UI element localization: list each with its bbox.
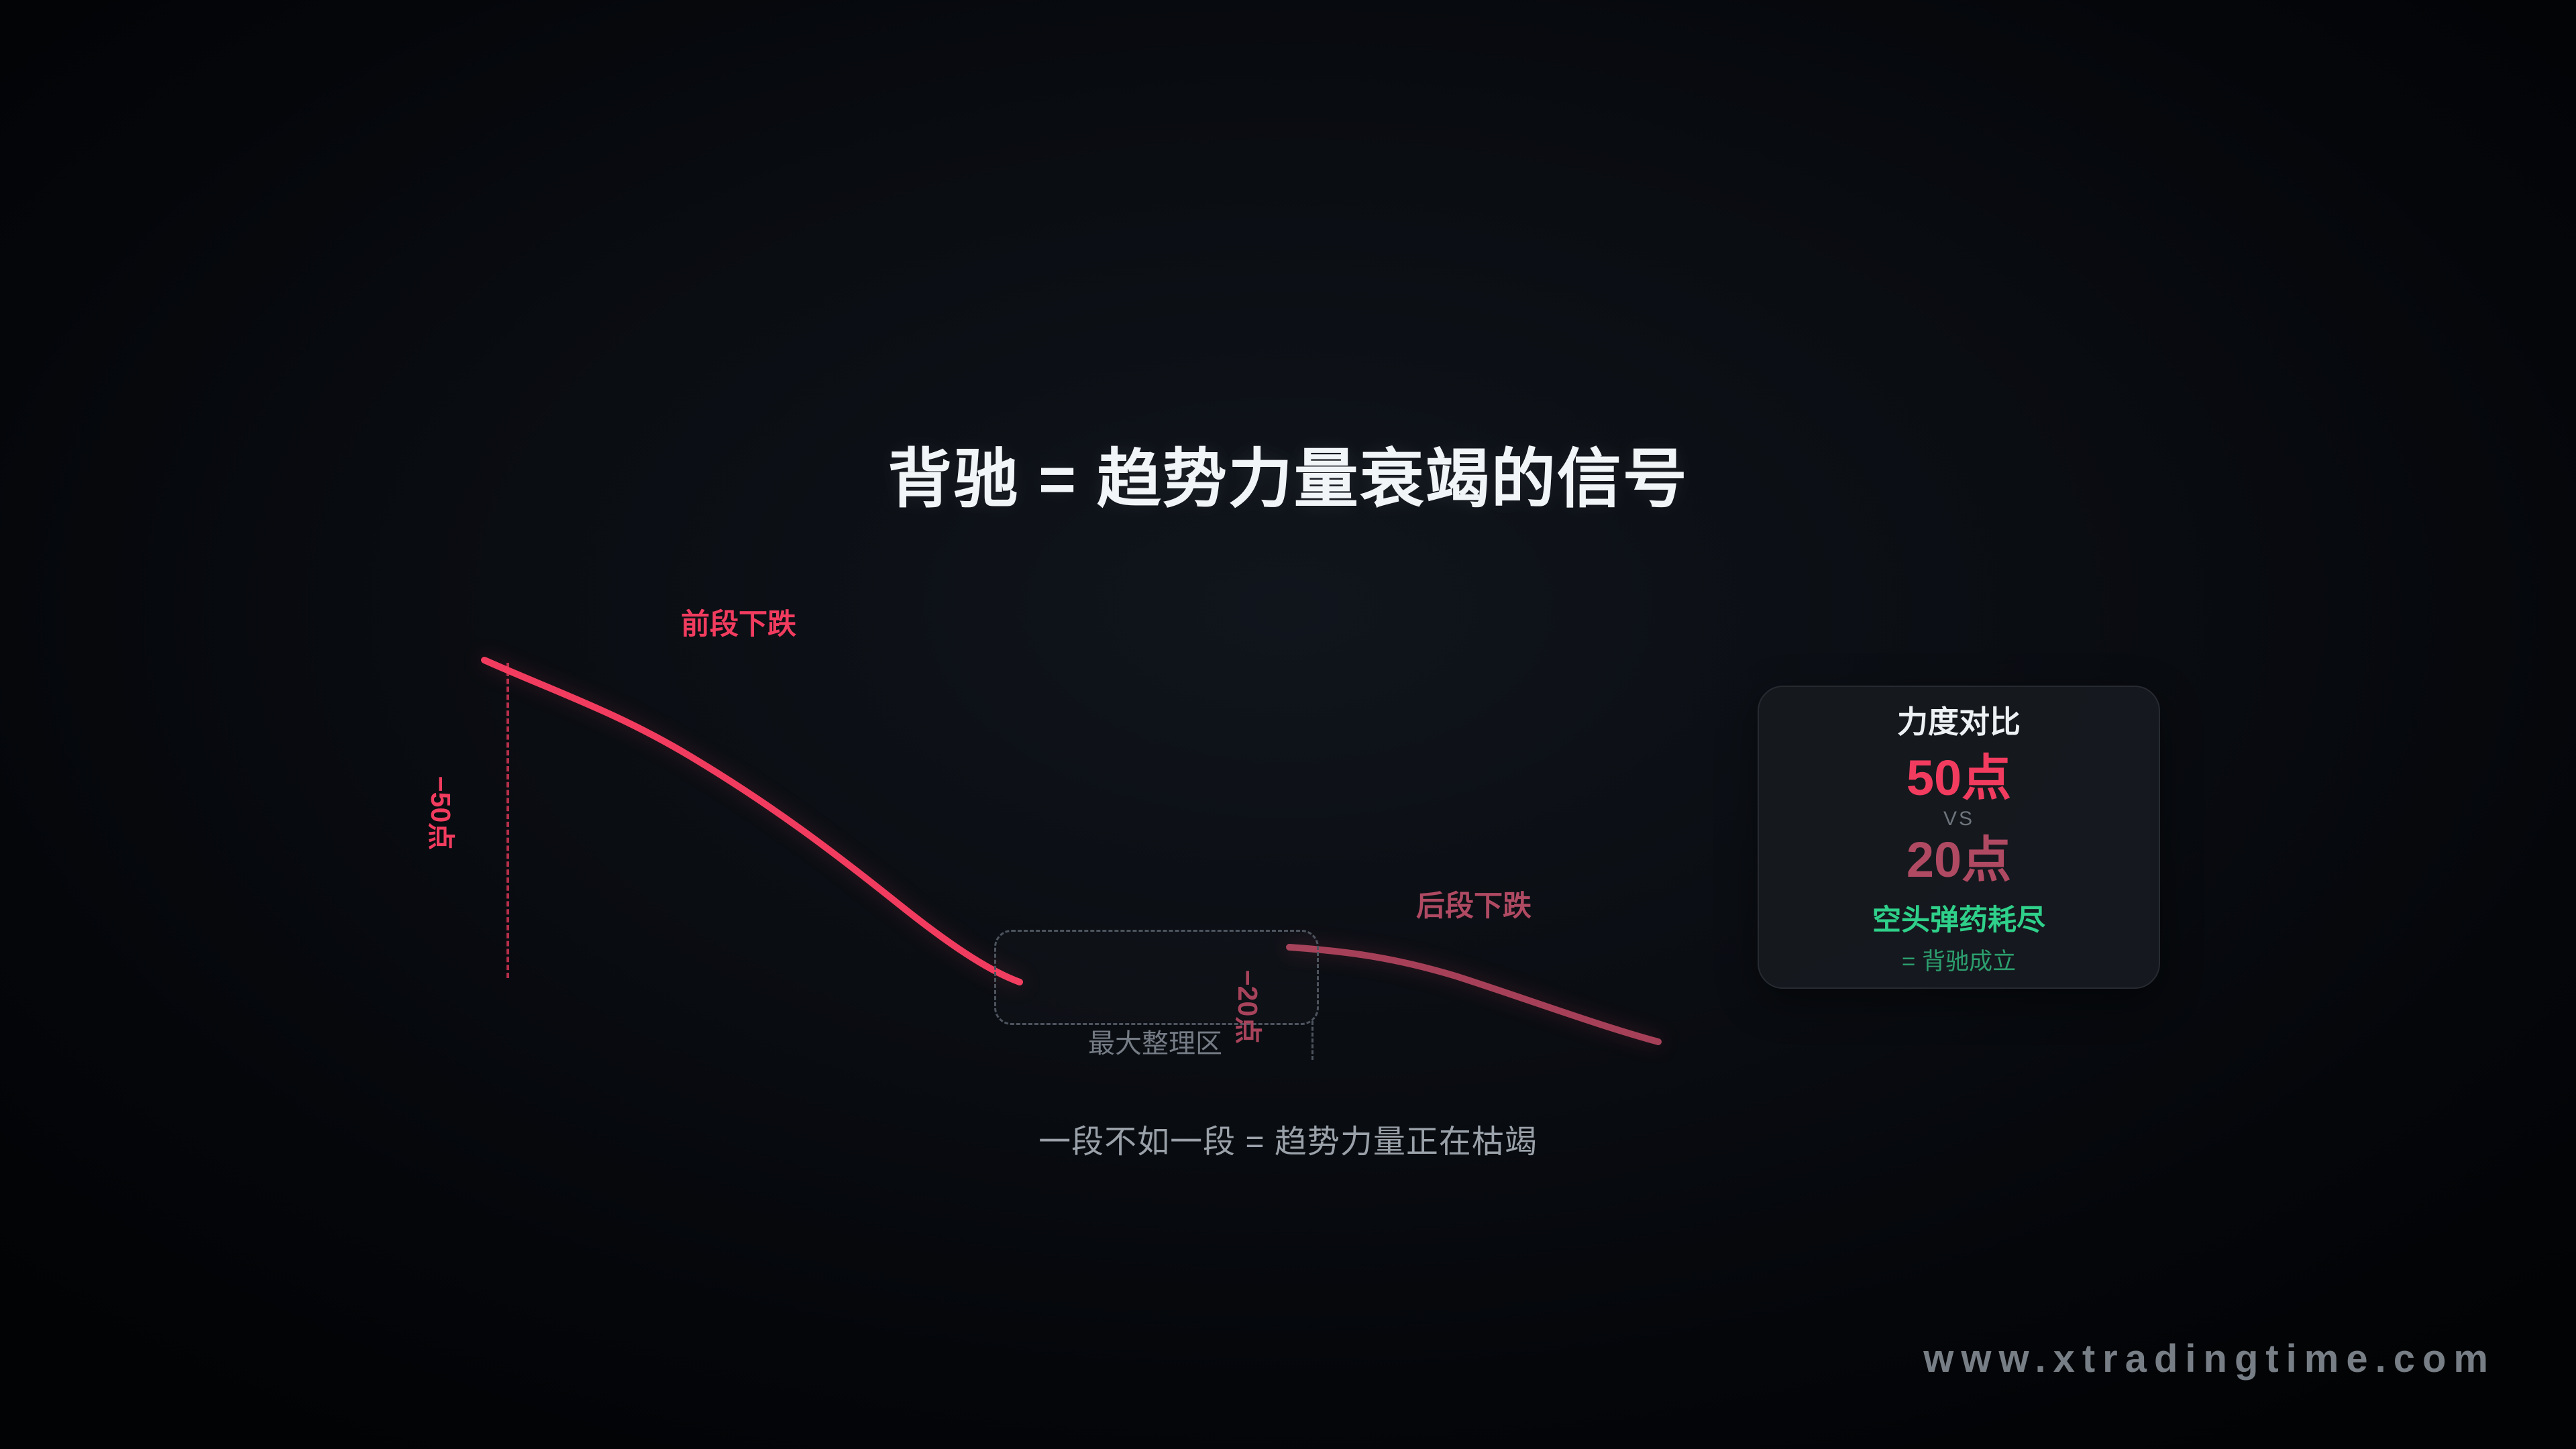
site-watermark: www.xtradingtime.com: [1923, 1337, 2496, 1381]
second-leg-label: 后段下跌: [1416, 890, 1532, 922]
consolidation-zone-box: [994, 930, 1319, 1025]
second-leg-drop-value: −20点: [1232, 969, 1263, 1044]
panel-conclusion-secondary: = 背驰成立: [1901, 949, 2017, 975]
first-leg-dashed-line: [506, 663, 509, 978]
consolidation-dashed-extension: [1311, 1021, 1313, 1060]
second-decline-line: [1286, 944, 1662, 1045]
first-leg-label: 前段下跌: [681, 608, 796, 641]
force-comparison-panel: 力度对比 50点 VS 20点 空头弹药耗尽 = 背驰成立: [1758, 686, 2160, 989]
first-leg-drop-value: −50点: [425, 775, 456, 851]
first-decline-line: [481, 657, 1023, 985]
consolidation-zone-label: 最大整理区: [1088, 1029, 1222, 1059]
panel-versus-label: VS: [1943, 807, 1975, 830]
panel-first-value: 50点: [1906, 749, 2012, 806]
chart-caption: 一段不如一段 = 趋势力量正在枯竭: [1038, 1124, 1538, 1160]
panel-second-value: 20点: [1906, 831, 2012, 888]
panel-title: 力度对比: [1897, 704, 2021, 739]
page-title: 背驰 = 趋势力量衰竭的信号: [888, 443, 1688, 515]
panel-conclusion-primary: 空头弹药耗尽: [1872, 904, 2045, 937]
